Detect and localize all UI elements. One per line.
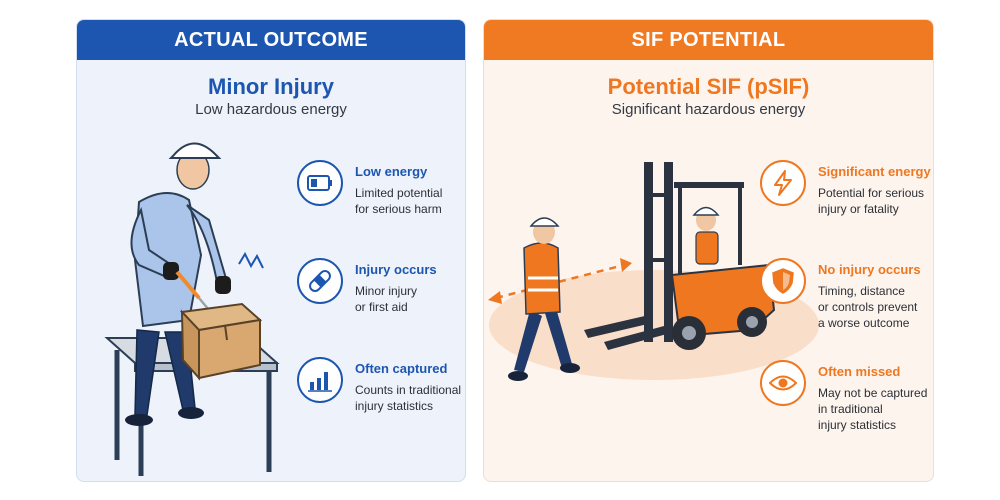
eye-icon (760, 360, 806, 406)
feature-title: Significant energy (818, 164, 931, 179)
psif-subtitle: Significant hazardous energy (611, 101, 806, 118)
worker-near-forklift-illustration (488, 162, 819, 381)
feature-body: Timing, distance or controls prevent a w… (818, 284, 918, 330)
psif-title: Potential SIF (pSIF) (607, 74, 810, 99)
feature-body: Limited potential for serious harm (355, 186, 443, 216)
feature-injury-occurs: Injury occurs Minor injury or first aid (297, 258, 437, 315)
lightning-icon (760, 160, 806, 206)
feature-often-missed: Often missed May not be captured in trad… (760, 360, 927, 433)
feature-body: Minor injury or first aid (355, 284, 418, 314)
bandage-icon (297, 258, 343, 304)
feature-often-captured: Often captured Counts in traditional inj… (297, 357, 461, 414)
actual-outcome-header: ACTUAL OUTCOME (77, 20, 465, 60)
feature-low-energy: Low energy Limited potential for serious… (297, 160, 442, 217)
feature-no-injury-occurs: No injury occurs Timing, distance or con… (760, 258, 921, 331)
feature-title: Injury occurs (355, 262, 437, 277)
feature-title: No injury occurs (818, 262, 921, 277)
battery-low-icon (297, 160, 343, 206)
feature-title: Low energy (355, 164, 428, 179)
feature-body: Potential for serious injury or fatality (818, 186, 925, 216)
actual-outcome-panel: ACTUAL OUTCOME Minor Injury Low hazardou… (76, 19, 466, 482)
sif-potential-header: SIF POTENTIAL (484, 20, 933, 60)
minor-injury-title: Minor Injury (208, 74, 334, 99)
shield-icon (760, 258, 806, 304)
feature-title: Often captured (355, 361, 448, 376)
feature-body: Counts in traditional injury statistics (355, 383, 462, 413)
feature-body: May not be captured in traditional injur… (818, 386, 928, 432)
worker-cutting-box-illustration (104, 142, 280, 476)
bar-chart-icon (297, 357, 343, 403)
minor-injury-subtitle: Low hazardous energy (195, 101, 347, 118)
feature-significant-energy: Significant energy Potential for serious… (760, 160, 931, 217)
sif-potential-panel: SIF POTENTIAL Potential SIF (pSIF) Signi… (483, 19, 934, 482)
feature-title: Often missed (818, 364, 901, 379)
